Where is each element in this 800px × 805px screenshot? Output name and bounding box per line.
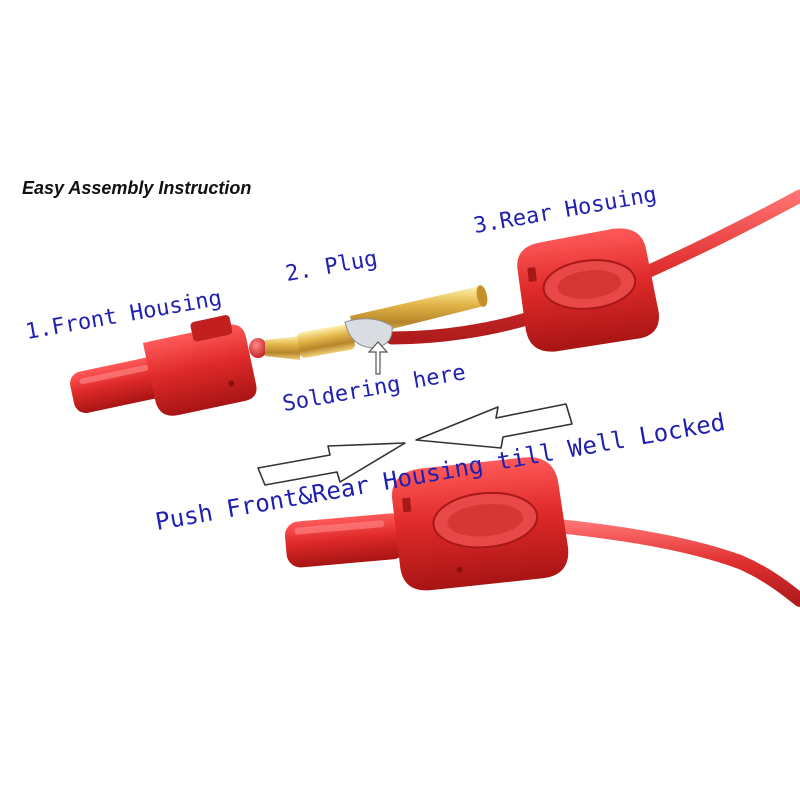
push-arrow-right — [257, 442, 406, 486]
solder-arrow — [367, 341, 389, 375]
push-arrow-left — [415, 403, 573, 449]
front-housing — [70, 315, 257, 416]
instruction-title: Easy Assembly Instruction — [22, 178, 252, 198]
bottom-cable — [531, 517, 800, 607]
rear-housing — [517, 228, 659, 352]
assembled-connector — [284, 457, 569, 591]
banana-plug — [249, 285, 488, 360]
